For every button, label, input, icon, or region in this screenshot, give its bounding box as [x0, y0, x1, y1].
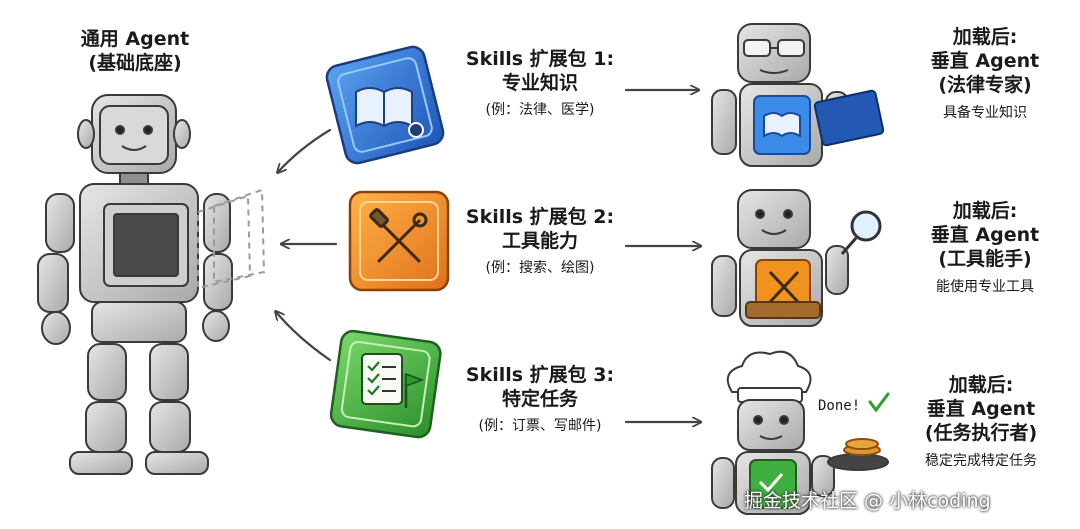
skill-pack-2-cube [348, 190, 450, 292]
watermark: 掘金技术社区 @ 小林coding [744, 490, 991, 512]
skill-pack-2-label: Skills 扩展包 2: 工具能力 (例：搜索、绘图) [440, 206, 640, 277]
result-1-label: 加载后: 垂直 Agent (法律专家) 具备专业知识 [900, 26, 1070, 123]
result-robot-3 [711, 350, 889, 515]
skill-pack-2-name: 工具能力 [501, 229, 578, 252]
skill-pack-3-example: (例：订票、写邮件) [478, 417, 602, 434]
result-3-label: 加载后: 垂直 Agent (任务执行者) 稳定完成特定任务 [896, 374, 1066, 471]
result-2-desc: 能使用专业工具 [936, 279, 1034, 296]
result-2-heading: 加载后: [952, 200, 1018, 222]
base-robot [37, 94, 233, 475]
result-3-name: 垂直 Agent [926, 397, 1036, 420]
result-robot-1 [711, 23, 885, 167]
done-speech-text: Done! [818, 398, 861, 414]
result-1-heading: 加载后: [952, 26, 1018, 48]
empty-skill-slot [197, 188, 266, 290]
book-gear-icon [355, 87, 424, 138]
done-check-icon [868, 392, 890, 413]
skill-pack-3-label: Skills 扩展包 3: 特定任务 (例：订票、写邮件) [440, 364, 640, 435]
skill-pack-2-title: Skills 扩展包 2: [465, 206, 615, 228]
skill-pack-1-example: (例：法律、医学) [485, 101, 595, 118]
result-3-heading: 加载后: [948, 374, 1014, 396]
result-2-label: 加载后: 垂直 Agent (工具能手) 能使用专业工具 [900, 200, 1070, 297]
result-2-role: (工具能手) [938, 247, 1032, 270]
skill-pack-1-name: 专业知识 [501, 71, 578, 94]
result-2-name: 垂直 Agent [930, 223, 1040, 246]
checklist-flag-icon [361, 353, 425, 408]
arrow-skill1-to-base [278, 128, 332, 172]
arrow-skill3-to-base [276, 312, 332, 362]
chef-hat-icon [726, 350, 812, 403]
result-1-role: (法律专家) [938, 73, 1032, 96]
skill-pack-1-title: Skills 扩展包 1: [465, 48, 615, 70]
arrows [276, 90, 700, 422]
book-icon [813, 89, 885, 147]
skill-pack-3-title: Skills 扩展包 3: [465, 364, 615, 386]
result-3-role: (任务执行者) [924, 421, 1038, 444]
magnifier-icon [840, 210, 882, 255]
skill-pack-2-example: (例：搜索、绘图) [485, 259, 595, 276]
skill-pack-3-name: 特定任务 [501, 387, 578, 410]
result-robot-2 [711, 189, 882, 327]
base-agent-subtitle: (基础底座) [88, 51, 182, 74]
skill-pack-1-label: Skills 扩展包 1: 专业知识 (例：法律、医学) [440, 48, 640, 119]
result-3-desc: 稳定完成特定任务 [925, 453, 1037, 470]
skill-pack-3-cube [329, 329, 442, 439]
result-1-name: 垂直 Agent [930, 49, 1040, 72]
hammer-wrench-icon [369, 208, 428, 263]
base-agent-label: 通用 Agent (基础底座) [60, 28, 210, 76]
base-agent-title: 通用 Agent [80, 28, 190, 50]
result-1-desc: 具备专业知识 [943, 105, 1027, 122]
skill-pack-1-cube [325, 45, 445, 165]
